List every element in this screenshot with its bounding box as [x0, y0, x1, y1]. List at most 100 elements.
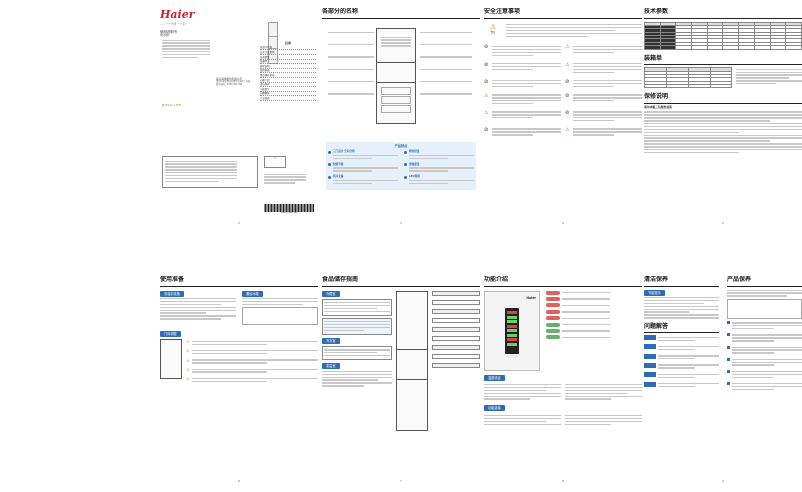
function-button-icon — [546, 309, 560, 314]
text-line — [732, 385, 802, 388]
page-number: 9 — [722, 479, 724, 484]
safety-item: ⊘ — [484, 62, 561, 75]
panel-led — [507, 320, 517, 323]
packing-cell — [665, 84, 689, 89]
function-button-icon — [546, 297, 560, 302]
prohibited-icon: ⊘ — [565, 109, 570, 116]
text-line — [732, 327, 774, 330]
caution-icon: ⚠ — [565, 44, 570, 51]
food-label — [432, 290, 480, 296]
care-note — [727, 333, 802, 343]
contact-company: 青岛海尔股份有限公司 — [216, 78, 242, 81]
spec-cell — [785, 45, 802, 50]
text-line — [732, 376, 774, 379]
caution-icon: ⚠ — [484, 109, 489, 116]
care-note — [727, 382, 802, 392]
eco-logo: ✿ ECO LIFE — [162, 103, 182, 107]
food-label — [432, 353, 480, 359]
function-legend-item — [546, 290, 642, 295]
function-button-icon — [546, 316, 560, 321]
feature-item: LED照明 — [404, 175, 474, 186]
packing-cell — [644, 84, 667, 89]
text-line — [658, 385, 695, 388]
text-line — [573, 85, 615, 88]
safety-page: 安全注意事项 ⚠ 警告 ⊘⚠⊘⚠⊘⊘⚠⊘⚠⊘⊘⚠ 4 — [484, 8, 642, 230]
safety-text — [492, 127, 561, 137]
function-description — [562, 316, 642, 320]
safety-item: ⊘ — [565, 93, 642, 106]
prohibited-icon: ⊘ — [565, 92, 570, 99]
toc-item: 清洁保养 — [260, 83, 316, 88]
feature-text: LED照明 — [409, 175, 474, 186]
tab-convertible: 变温室 — [322, 362, 340, 369]
safety-text — [573, 44, 642, 57]
safety-item: ⊘ — [565, 79, 642, 89]
service-info — [264, 172, 316, 185]
care-page: 清洁保养 节能提示 问题解答 产品保养 9 — [644, 276, 802, 488]
prohibited-icon: ⊘ — [565, 78, 570, 85]
spec-cell — [785, 31, 802, 37]
warranty-body — [644, 111, 802, 154]
text-line — [732, 388, 774, 391]
page-title: 清洁保养 — [644, 276, 669, 283]
parts-page: 各部分的名称 产品特点 三门设计 空间分明精准控温智能节能宽幅变温 — [322, 8, 480, 230]
page-number: 7 — [400, 479, 402, 484]
text-line — [492, 54, 534, 57]
text-line — [573, 82, 642, 85]
toc-item: 产品保养 — [260, 97, 316, 101]
text-line — [732, 358, 802, 361]
text-line — [492, 102, 534, 105]
contact-hotline: 服务热线：4006 999 999 — [216, 82, 243, 86]
function-legend-item — [546, 303, 642, 308]
food-label — [432, 326, 480, 332]
care-illustration — [727, 298, 802, 319]
safety-text — [492, 79, 561, 89]
text-line — [573, 111, 642, 113]
bullet-icon — [727, 345, 730, 349]
feature-item: 风冷无霜 — [328, 175, 398, 186]
prohibited-icon: ⊘ — [484, 61, 489, 68]
faq-question-marker — [644, 353, 656, 359]
caution-icon: ⚠ — [565, 61, 570, 68]
text-line — [562, 304, 610, 307]
text-line — [191, 368, 318, 370]
moving-illustration — [242, 307, 318, 326]
text-line — [409, 182, 448, 185]
page-number: 4 — [562, 221, 564, 226]
bullet-icon — [727, 369, 730, 373]
panel-led — [507, 311, 517, 314]
toc-item: 节能提示 — [260, 88, 316, 92]
model-label: 电冰箱 — [160, 33, 170, 38]
contact-block: 青岛海尔股份有限公司 青岛市崂山区海尔路1号海尔工业园 服务热线：4006 99… — [216, 78, 250, 87]
feature-title: 宽幅变温 — [409, 162, 420, 166]
food-storage-diagram — [396, 290, 428, 431]
toc-item: 使用准备 — [260, 69, 316, 74]
spec-cell — [644, 45, 661, 50]
text-line — [409, 157, 448, 160]
warning-label: 警告 — [490, 31, 496, 35]
text-line — [191, 371, 268, 373]
care-note-text — [732, 345, 802, 355]
safety-text — [492, 93, 561, 106]
panel-led — [507, 338, 517, 341]
spec-cell — [659, 45, 677, 50]
text-line — [333, 182, 372, 185]
spec-cell — [691, 45, 708, 50]
toc-item-label: 技术参数 — [260, 56, 316, 60]
feature-bullet-icon — [404, 163, 407, 167]
toc-item-label: 清洁保养 — [260, 83, 316, 88]
prep-note-text — [191, 376, 318, 383]
certification-mark: ◯ — [264, 156, 286, 168]
care-note — [727, 369, 802, 379]
feature-title: 风冷无霜 — [333, 175, 344, 179]
toc-item-label: 节能提示 — [260, 88, 316, 92]
care-note-text — [732, 382, 802, 392]
panel-led — [507, 315, 517, 319]
prep-note: ⚠ — [186, 348, 318, 355]
text-line — [573, 117, 642, 119]
feature-bullet-icon — [328, 175, 331, 179]
text-line — [732, 334, 802, 336]
text-line — [492, 128, 561, 130]
panel-led — [507, 329, 517, 332]
